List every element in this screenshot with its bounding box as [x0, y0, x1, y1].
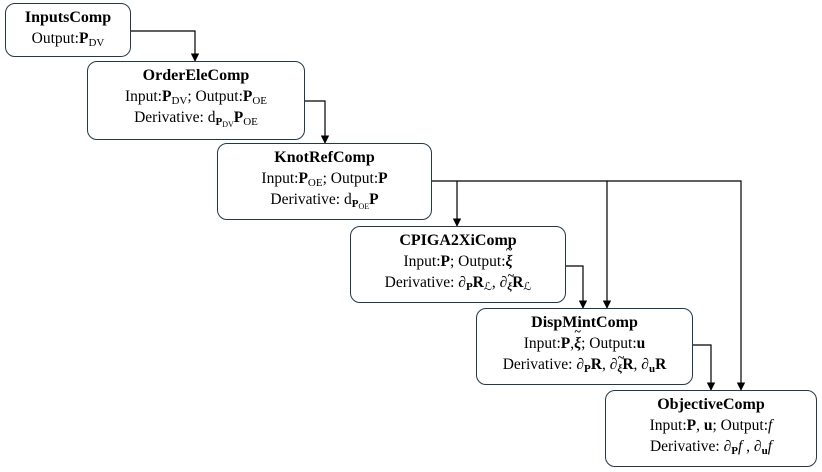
- node-inputs-comp: InputsComp Output:PDV: [5, 3, 131, 57]
- node-title: KnotRefComp: [274, 149, 375, 166]
- node-derivative-line: Derivative: ∂PRℒ, ∂ξRℒ: [384, 274, 532, 293]
- node-derivative-line: Derivative: ∂Pf , ∂uf: [649, 438, 773, 457]
- edge-knotref-to-objective: [607, 180, 746, 391]
- edge-cpiga-to-dispmint: [566, 265, 588, 309]
- node-objective-comp: ObjectiveComp Input:P, u; Output:f Deriv…: [605, 390, 817, 467]
- node-output-line: Output:PDV: [31, 30, 105, 49]
- node-io-line: Input:PDV; Output:POE: [124, 88, 268, 107]
- edge-knotref-to-cpiga: [432, 180, 462, 227]
- node-derivative-line: Derivative: dPDVPOE: [134, 109, 258, 129]
- node-orderele-comp: OrderEleComp Input:PDV; Output:POE Deriv…: [87, 61, 305, 140]
- node-knotref-comp: KnotRefComp Input:POE; Output:P Derivati…: [217, 143, 432, 220]
- node-title: CPIGA2XiComp: [399, 232, 517, 249]
- node-io-line: Input:P; Output:ξ: [351, 239, 565, 272]
- edge-inputs-to-orderele: [131, 30, 200, 62]
- node-title: ObjectiveComp: [657, 396, 765, 413]
- node-title: DispMintComp: [531, 314, 638, 331]
- node-dispmint-comp: DispMintComp Input:P,ξ; Output:u Derivat…: [476, 308, 693, 385]
- node-title: InputsComp: [24, 9, 112, 26]
- edge-orderele-to-knotref: [305, 100, 330, 144]
- node-derivative-line: Derivative: ∂PR, ∂ξR, ∂uR: [502, 356, 667, 375]
- node-io-line: Input:P,ξ; Output:u: [477, 321, 692, 354]
- node-io-line: Input:P, u; Output:f: [649, 417, 773, 434]
- node-cpiga2xi-comp: CPIGA2XiComp Input:P; Output:ξ Derivativ…: [350, 226, 566, 303]
- node-derivative-line: Derivative: dPOEP: [270, 191, 379, 211]
- edge-dispmint-to-objective: [693, 344, 716, 391]
- node-title: OrderEleComp: [142, 67, 250, 84]
- node-io-line: Input:POE; Output:P: [261, 170, 388, 189]
